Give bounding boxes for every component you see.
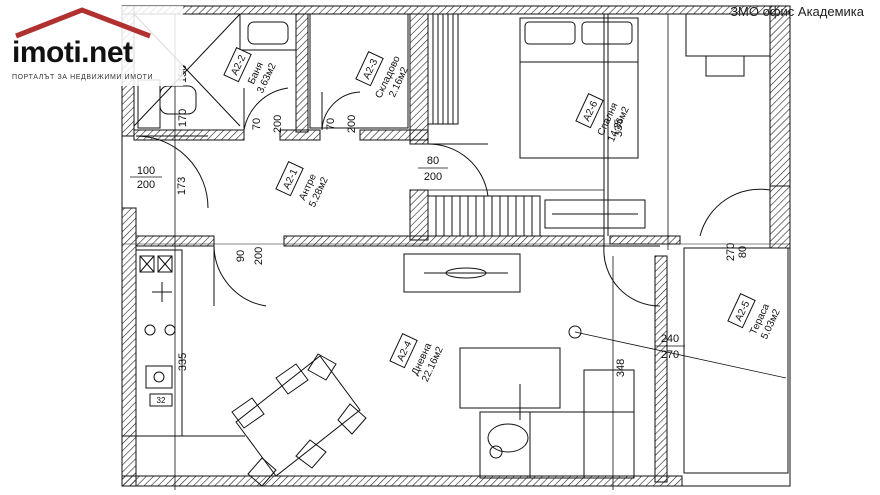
wardrobe-bottom bbox=[427, 195, 646, 237]
sink-label: 32 bbox=[157, 396, 166, 405]
brand-tagline: ПОРТАЛЪТ ЗА НЕДВИЖИМИ ИМОТИ bbox=[12, 74, 154, 81]
dim-terrace-door-h: 270 bbox=[725, 243, 737, 261]
kitchen-counter bbox=[122, 249, 245, 437]
bed bbox=[519, 17, 639, 159]
room-tag-living: A2-4 Дневна 22.16м2 bbox=[389, 333, 446, 384]
dim-kitchen-side: 335 bbox=[177, 353, 189, 371]
dim-storage-door-h: 200 bbox=[346, 115, 358, 133]
brand-logo[interactable]: imoti.net ПОРТАЛЪТ ЗА НЕДВИЖИМИ ИМОТИ bbox=[8, 6, 183, 86]
dim-entry-side: 173 bbox=[176, 177, 188, 195]
dimension-labels: 150 170 70 200 70 200 100 200 173 80 200… bbox=[130, 65, 749, 405]
dim-living-door-w: 90 bbox=[235, 250, 247, 262]
coffee-table bbox=[459, 347, 561, 409]
dim-bedroom-side: 335 bbox=[613, 119, 625, 137]
room-tag-entry: A2-1 Антре 5.28м2 bbox=[275, 161, 331, 209]
room-tag-bath: A2-2 Баня 3.63м2 bbox=[223, 47, 279, 95]
dim-bath-door-w: 70 bbox=[251, 118, 263, 130]
interior-lines bbox=[121, 5, 791, 490]
agency-watermark: ЗМО офис Академика bbox=[730, 4, 864, 19]
sofa bbox=[479, 369, 635, 479]
house-roof-icon bbox=[15, 7, 151, 39]
desk bbox=[685, 13, 771, 77]
dim-balcony-door-w: 240 bbox=[661, 333, 679, 345]
light-point bbox=[568, 325, 787, 379]
dim-living-side: 348 bbox=[615, 359, 627, 377]
person-symbol bbox=[487, 384, 529, 459]
dim-bedroom-door-w: 80 bbox=[427, 155, 439, 167]
dining-table bbox=[231, 353, 367, 487]
wardrobe-top bbox=[427, 13, 459, 125]
dim-living-door-h: 200 bbox=[253, 247, 265, 265]
brand-name: imoti.net bbox=[12, 36, 133, 69]
dim-terrace-door-w: 80 bbox=[737, 246, 749, 258]
door-swings bbox=[135, 87, 771, 307]
dim-storage-door-w: 70 bbox=[325, 118, 337, 130]
dim-entrance-door-h: 200 bbox=[137, 179, 155, 191]
tv-unit bbox=[403, 253, 521, 293]
walls bbox=[121, 5, 791, 487]
dim-entrance-door-w: 100 bbox=[137, 165, 155, 177]
room-tag-terrace: A2-5 Тераса 5.03м2 bbox=[727, 293, 783, 341]
dim-balcony-door-h: 270 bbox=[661, 349, 679, 361]
dim-bedroom-door-h: 200 bbox=[424, 171, 442, 183]
room-tag-storage: A2-3 Складово 2.16м2 bbox=[355, 51, 411, 100]
dim-bath-door-h: 200 bbox=[272, 115, 284, 133]
dim-bath-side: 170 bbox=[177, 109, 189, 127]
